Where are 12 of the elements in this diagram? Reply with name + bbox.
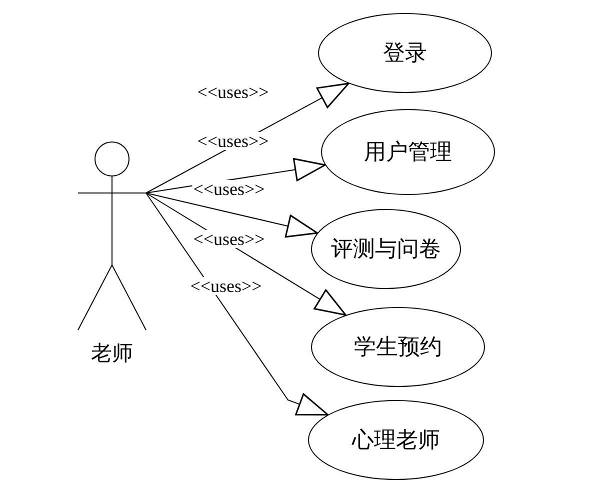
actor-label: 老师 [90,343,134,364]
use-case-label: 学生预约 [354,336,442,358]
edge-label: <<uses>> [196,132,270,150]
association-arrow [146,192,318,238]
edge-label: <<uses>> [192,230,266,248]
association-arrow [146,192,329,416]
edge-label: <<uses>> [189,277,263,295]
use-case-label: 登录 [383,42,427,64]
use-case-label: 用户管理 [364,141,452,163]
edge-label: <<uses>> [192,180,266,198]
use-case-label: 心理老师 [352,429,440,451]
use-case-label: 评测与问卷 [331,238,441,260]
